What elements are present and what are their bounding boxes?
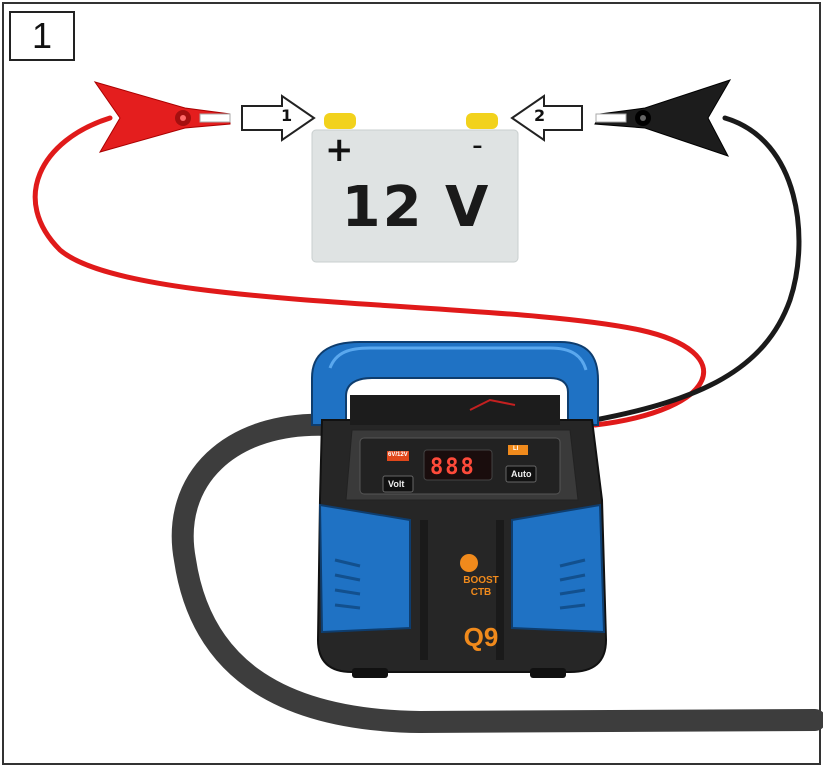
charger-body xyxy=(316,395,608,678)
boost-label-text: BOOST CTB xyxy=(463,575,499,598)
auto-button-label: Auto xyxy=(511,469,532,479)
step-number: 1 xyxy=(31,15,53,56)
positive-cable xyxy=(32,115,707,428)
boost-button[interactable] xyxy=(460,554,478,572)
left-grip xyxy=(318,503,411,634)
mode-tag-1 xyxy=(387,451,409,461)
volt-button[interactable] xyxy=(382,475,414,493)
negative-sign: - xyxy=(472,128,483,163)
positive-clamp xyxy=(93,81,231,153)
right-grip xyxy=(511,503,606,634)
mode-tag-2 xyxy=(508,445,528,455)
charger-handle xyxy=(311,341,599,426)
battery xyxy=(311,113,519,263)
volt-button-label: Volt xyxy=(388,479,405,489)
battery-voltage: 12 V xyxy=(341,175,491,240)
negative-cable xyxy=(592,115,802,423)
negative-terminal xyxy=(466,113,498,129)
positive-terminal xyxy=(324,113,356,129)
arrow-2-number: 2 xyxy=(534,106,546,125)
step-box xyxy=(9,11,75,61)
display-value: 888 xyxy=(430,455,476,480)
negative-clamp xyxy=(594,79,732,157)
mode-tag-1-label: 6V/12V xyxy=(388,452,408,458)
mains-cable xyxy=(171,413,823,734)
boost-label: BOOST CTB xyxy=(455,575,507,599)
arrow-1-icon xyxy=(241,94,316,142)
charger-display xyxy=(423,449,493,481)
auto-button[interactable] xyxy=(505,465,537,483)
arrow-2-icon xyxy=(510,94,583,142)
positive-sign: + xyxy=(325,130,354,170)
brand-logo: Q9 xyxy=(463,622,499,652)
arrow-1-number: 1 xyxy=(281,106,293,125)
mode-tag-2-label: LI xyxy=(513,446,519,452)
